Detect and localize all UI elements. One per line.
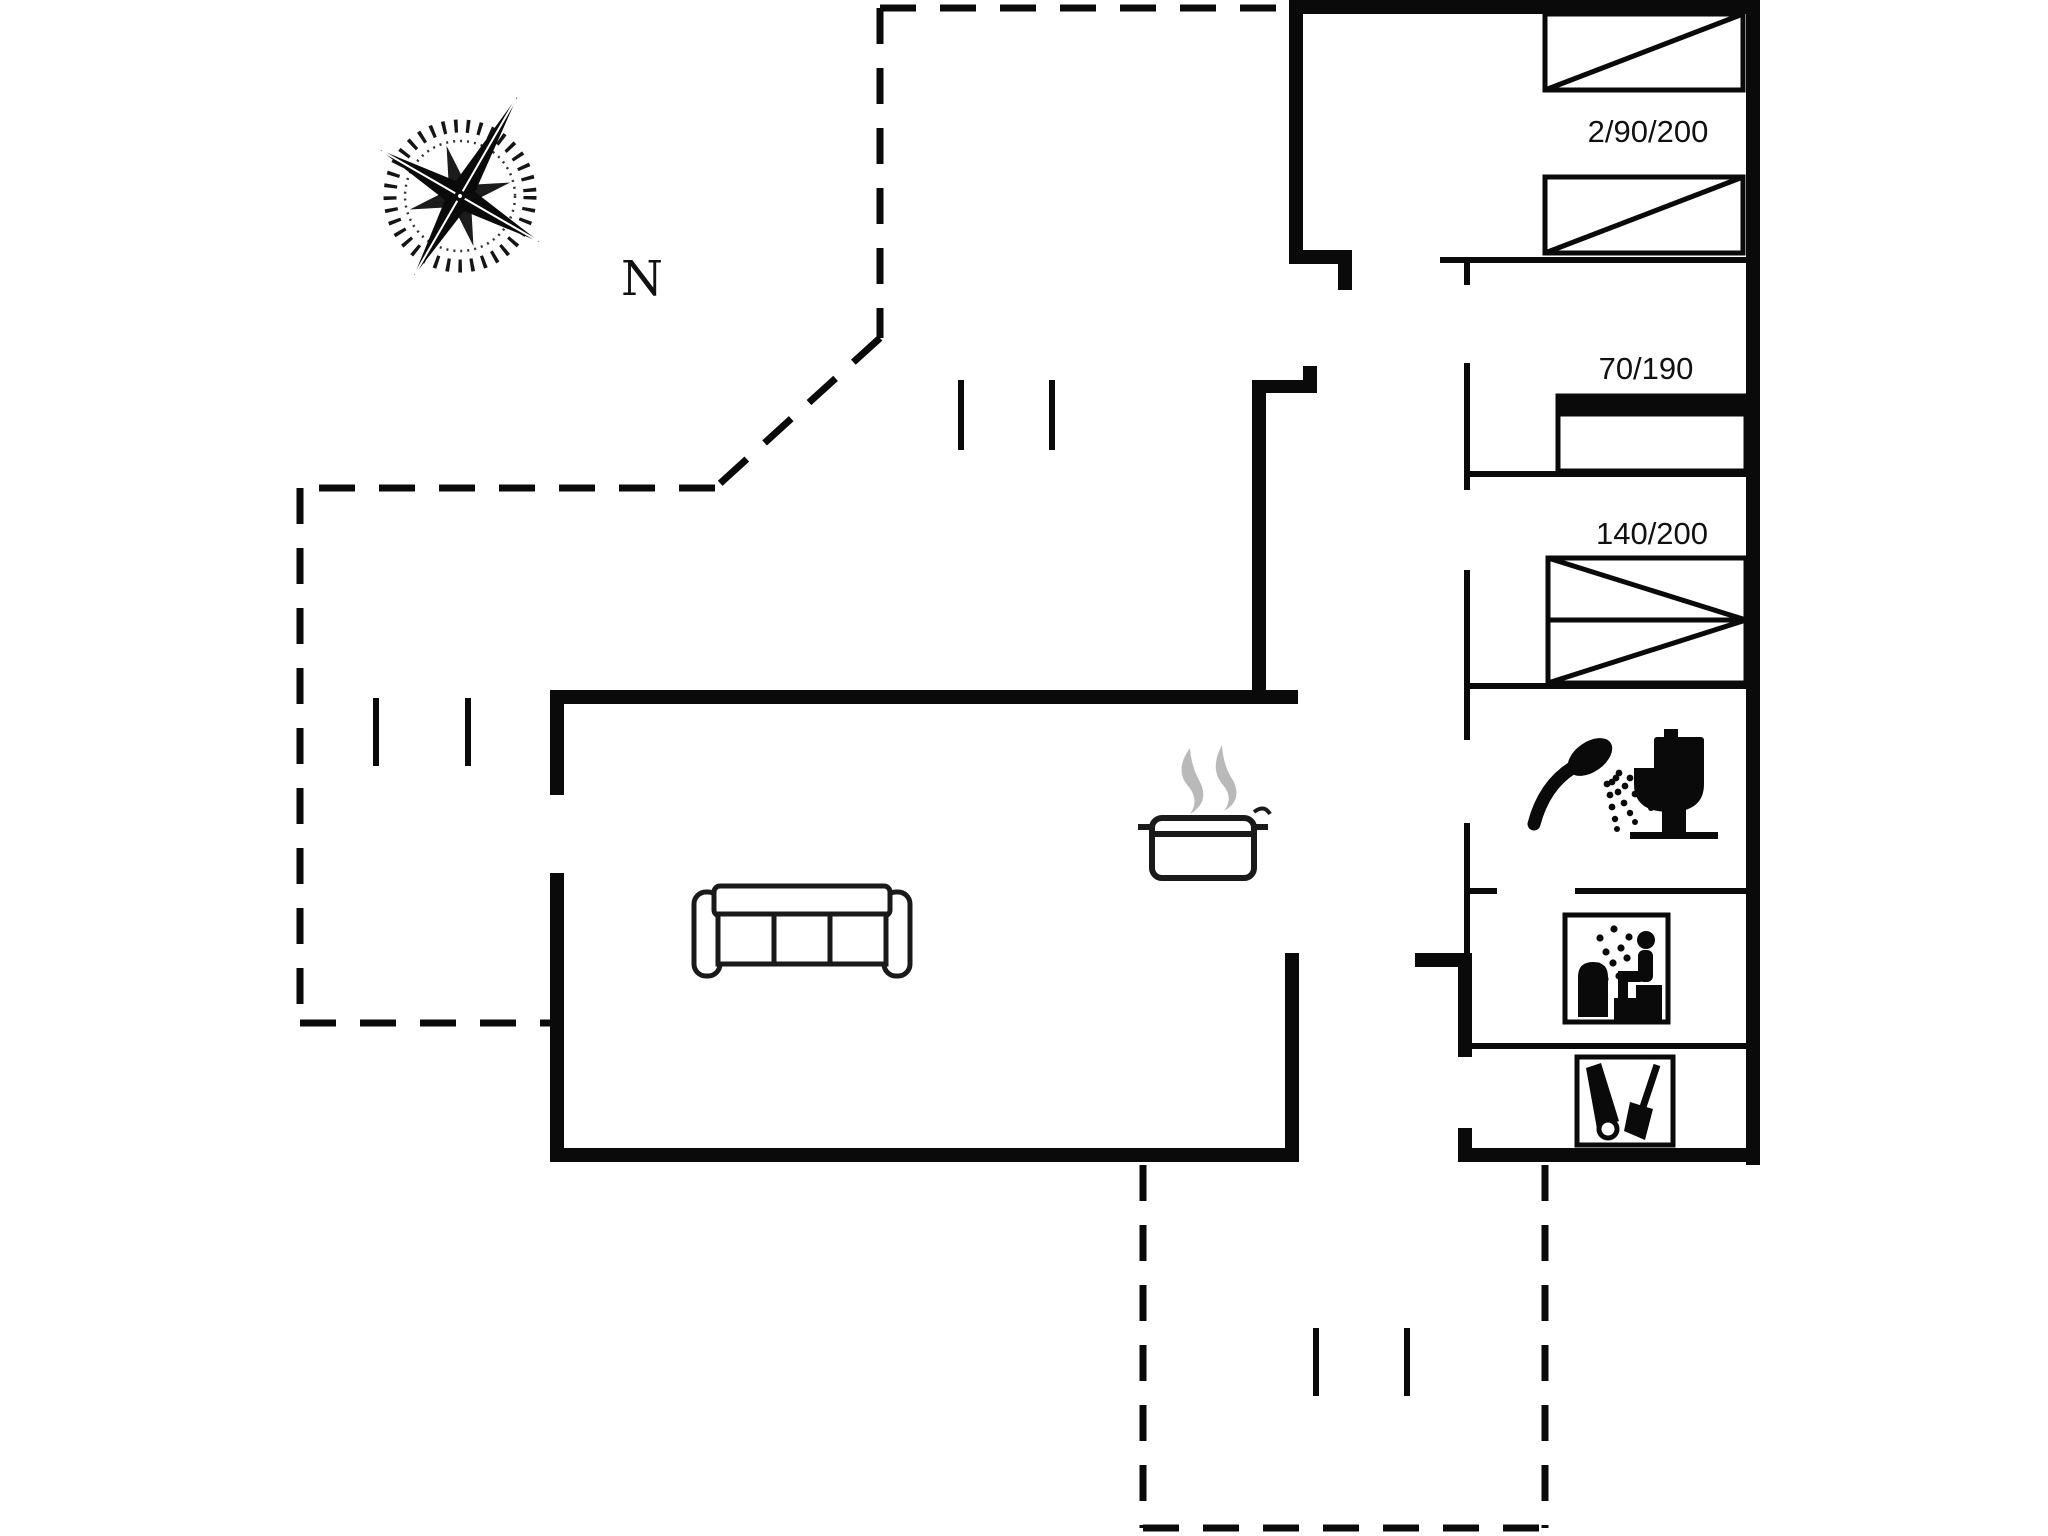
window-tick-icon bbox=[465, 698, 471, 766]
wall-bathroom-south-jamb bbox=[1464, 888, 1497, 894]
mop-icon bbox=[1624, 1063, 1661, 1140]
window-ticks bbox=[373, 380, 1410, 1396]
wall-entry-west bbox=[1285, 953, 1299, 1162]
bed-single-second bbox=[1542, 174, 1746, 256]
window-tick-icon bbox=[1313, 1328, 1319, 1396]
wall-living-west-lower bbox=[550, 873, 564, 1162]
wall-hall-east-a bbox=[1464, 363, 1470, 490]
wall-bedroom3-south bbox=[1464, 683, 1746, 689]
bed-double bbox=[1545, 555, 1749, 686]
bed-single-top bbox=[1542, 11, 1746, 93]
compass-north-label: N bbox=[621, 251, 663, 307]
sofa-icon bbox=[691, 883, 913, 979]
wall-bedroom1-south bbox=[1440, 257, 1746, 263]
walls-thick bbox=[550, 0, 1760, 1165]
sauna-icon bbox=[1562, 912, 1671, 1025]
bed-label-double: 140/200 bbox=[1596, 516, 1708, 551]
wall-kitchen-east bbox=[1252, 380, 1266, 704]
wall-sauna-northwest bbox=[1415, 953, 1472, 967]
sauna-person bbox=[1614, 931, 1662, 1022]
beds bbox=[1542, 11, 1749, 686]
wall-hall-west-upper bbox=[1289, 0, 1303, 263]
wall-bottom-right bbox=[1458, 1148, 1760, 1162]
wall-hall-east-b bbox=[1464, 570, 1470, 740]
wall-bedroom1-jamb bbox=[1464, 263, 1470, 285]
vacuum-cleaner-icon bbox=[1574, 1054, 1676, 1148]
window-tick-icon bbox=[1049, 380, 1055, 450]
sofa-seat bbox=[715, 911, 889, 967]
sauna-steam-dots bbox=[1594, 925, 1633, 983]
wall-sauna-west bbox=[1458, 953, 1472, 1057]
wall-kitchen-jamb-stub bbox=[1303, 366, 1317, 380]
window-tick-icon bbox=[958, 380, 964, 450]
wall-sauna-south bbox=[1472, 1043, 1746, 1049]
sauna-heater bbox=[1578, 962, 1608, 1017]
walls-thin bbox=[1440, 257, 1746, 1049]
wall-bedroom2-south bbox=[1464, 471, 1746, 477]
steam-icon bbox=[1181, 745, 1237, 814]
window-tick-icon bbox=[1404, 1328, 1410, 1396]
toilet-icon bbox=[1630, 729, 1718, 839]
wall-living-bottom bbox=[550, 1148, 1298, 1162]
terrace-dashed-diagonal bbox=[712, 335, 883, 491]
wall-hall-jog-stub bbox=[1338, 264, 1352, 290]
compass-rose-icon: N bbox=[380, 96, 663, 307]
bed-small-single bbox=[1555, 393, 1749, 474]
wall-living-west-upper bbox=[550, 690, 564, 795]
wall-kitchen-jamb bbox=[1252, 380, 1317, 393]
wall-living-top bbox=[550, 690, 1298, 704]
bed-label-top: 2/90/200 bbox=[1588, 114, 1709, 149]
wall-right bbox=[1746, 0, 1760, 1165]
cooking-pot-icon bbox=[1138, 745, 1272, 881]
wall-bathroom-south bbox=[1575, 888, 1746, 894]
wall-top bbox=[1289, 0, 1760, 14]
terrace-dashed-outline bbox=[296, 4, 1549, 1532]
wall-hall-jog bbox=[1289, 250, 1352, 264]
window-tick-icon bbox=[373, 698, 379, 766]
bed-label-middle: 70/190 bbox=[1599, 351, 1694, 386]
